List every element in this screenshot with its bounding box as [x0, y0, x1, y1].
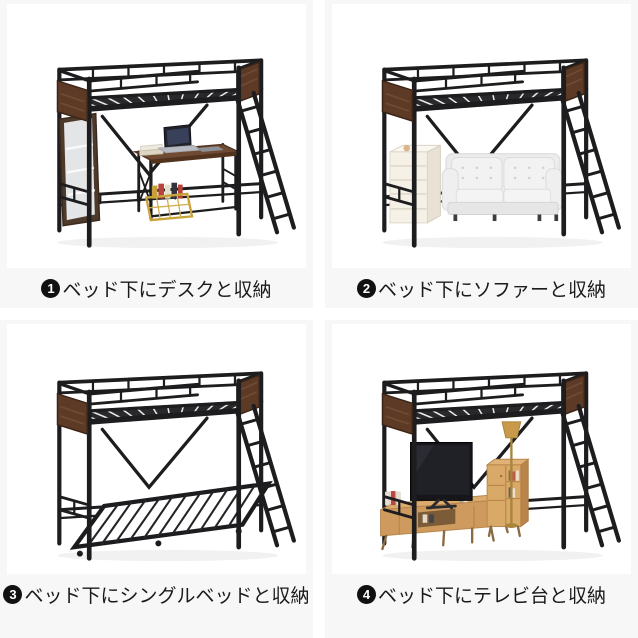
sofa-scene	[389, 144, 563, 224]
caption-tv-stand-setup: 4 ベッド下にテレビ台と収納	[325, 574, 638, 614]
caption-desk-setup: 1 ベッド下にデスクと収納	[0, 268, 313, 308]
loft-bed-sofa-illustration	[332, 4, 631, 268]
photo-desk-setup	[7, 4, 306, 268]
desk-scene	[58, 112, 242, 227]
loft-bed-tv-stand-illustration	[332, 324, 631, 574]
card-single-bed-setup: 3 ベッド下にシングルベッドと収納	[0, 320, 313, 638]
card-sofa-setup: 2 ベッド下にソファーと収納	[325, 0, 638, 308]
number-badge: 4	[356, 584, 376, 604]
tv-scene	[380, 421, 530, 551]
photo-tv-stand-setup	[332, 324, 631, 574]
photo-sofa-setup	[332, 4, 631, 268]
loft-bed-desk-illustration	[7, 4, 306, 268]
caption-label: ベッド下にテレビ台と収納	[377, 585, 606, 607]
card-tv-stand-setup: 4 ベッド下にテレビ台と収納	[325, 320, 638, 638]
caption-label: ベッド下にデスクと収納	[62, 279, 272, 301]
caption-label: ベッド下にシングルベッドと収納	[24, 585, 310, 607]
caption-sofa-setup: 2 ベッド下にソファーと収納	[325, 268, 638, 308]
number-badge: 3	[3, 584, 23, 604]
caption-label: ベッド下にソファーと収納	[377, 279, 606, 301]
caption-single-bed-setup: 3 ベッド下にシングルベッドと収納	[0, 574, 313, 614]
number-badge: 2	[356, 278, 376, 298]
loft-bed-single-bed-illustration	[7, 324, 306, 574]
trundle-scene	[69, 480, 273, 557]
card-desk-setup: 1 ベッド下にデスクと収納	[0, 0, 313, 308]
photo-single-bed-setup	[7, 324, 306, 574]
number-badge: 1	[41, 278, 61, 298]
